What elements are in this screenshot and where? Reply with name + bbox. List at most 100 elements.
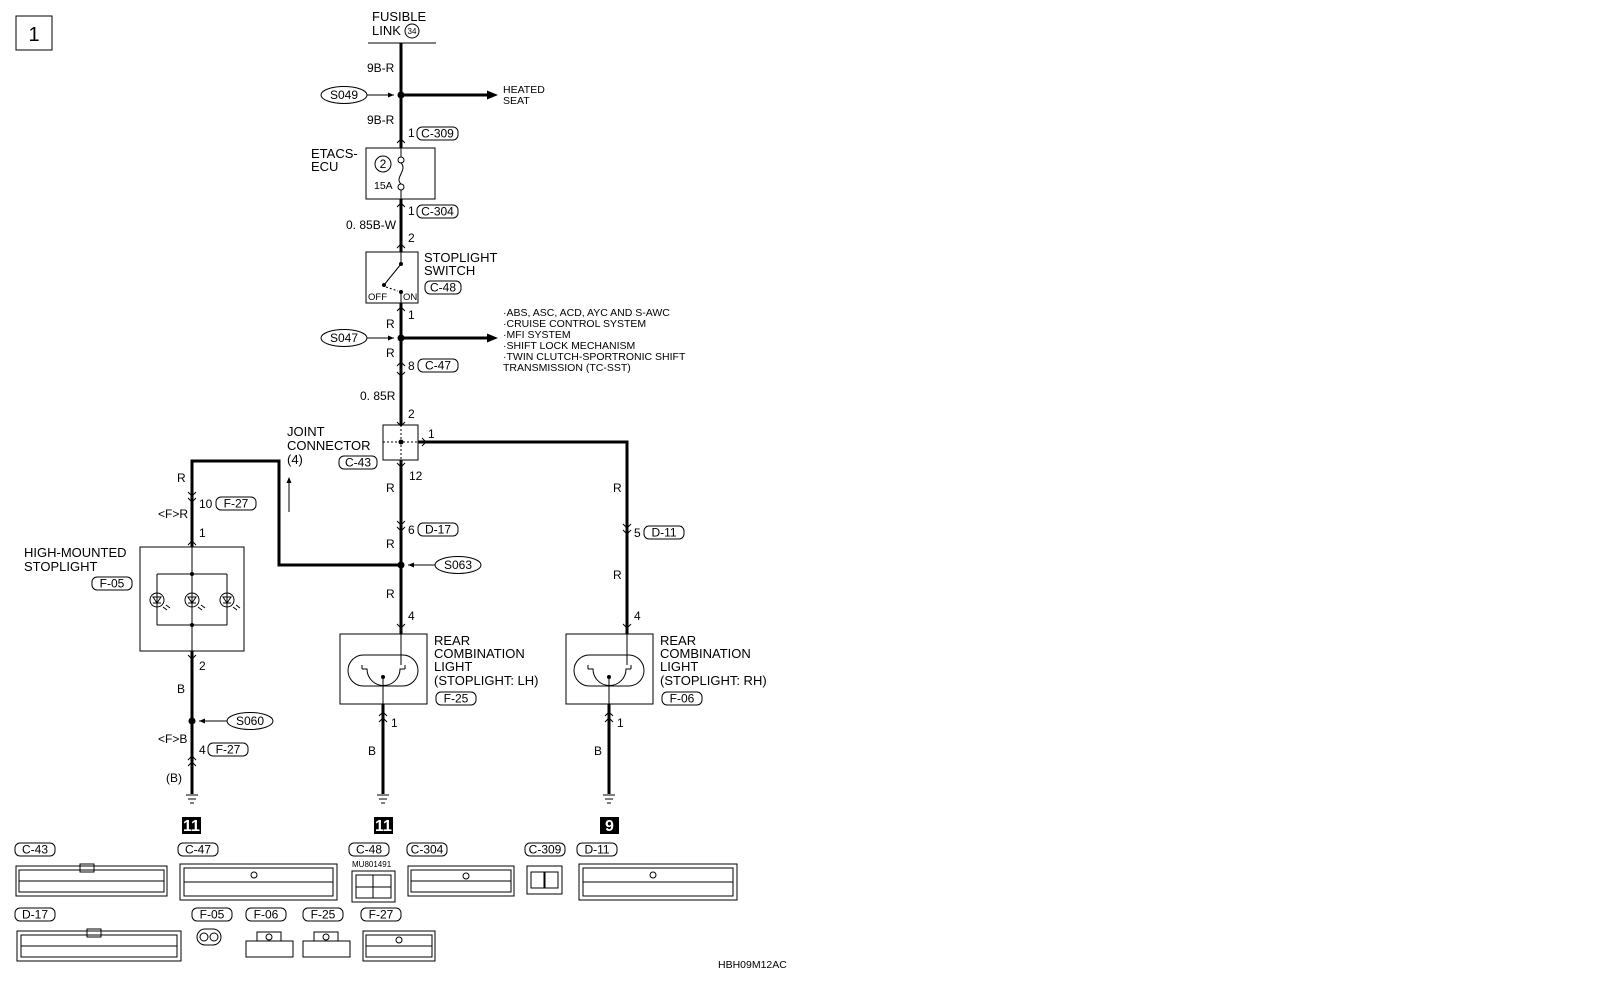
rear-lh-label-4: (STOPLIGHT: LH): [434, 673, 539, 688]
legend-label: C-43: [22, 843, 48, 857]
connector-face-c309: [526, 865, 563, 895]
connector-tag-c47: [417, 358, 459, 373]
systems-list: ·ABS, ASC, ACD, AYC AND S-AWC ·CRUISE CO…: [503, 307, 686, 374]
splice-label-s049: S049: [330, 88, 358, 102]
joint-connector-label-1: JOINT: [287, 424, 325, 439]
ground-number-badge: [182, 817, 201, 834]
switch-off-label: OFF: [368, 292, 387, 303]
system-item: ·MFI SYSTEM: [503, 329, 571, 341]
system-item: ·CRUISE CONTROL SYSTEM: [503, 318, 646, 330]
connector-label-c48: C-48: [430, 281, 456, 295]
ground-number-1: 11: [183, 818, 200, 835]
wire-color-12: R: [613, 568, 622, 582]
connector-chevron-icon: [396, 202, 406, 208]
connector-chevron-icon: [622, 523, 632, 535]
connector-chevron-icon: [396, 623, 406, 629]
pin-high-mounted-out: 2: [199, 659, 206, 673]
ground-number-badge: [374, 817, 393, 834]
connector-tag-d11: [643, 525, 685, 540]
figure-code: HBH09M12AC: [718, 959, 787, 971]
connector-tag-f27-top: [215, 496, 257, 511]
wire-color-6: 0. 85R: [360, 389, 396, 403]
legend-tag: [348, 842, 390, 857]
pin-lh-in: 4: [408, 609, 415, 623]
high-mounted-label-1: HIGH-MOUNTED: [24, 545, 127, 560]
pin-joint-rh: 1: [428, 427, 435, 441]
connector-tag-f05: [91, 576, 133, 591]
pin-f27-bottom: 4: [199, 743, 206, 757]
connector-label-f27-bottom: F-27: [216, 743, 241, 757]
switch-lever-icon: [383, 263, 402, 286]
connector-tag-c43: [338, 455, 378, 470]
rear-lh-label-2: COMBINATION: [434, 646, 525, 661]
connector-face-c47: [179, 863, 338, 901]
joint-connector-label-2: CONNECTOR: [287, 438, 371, 453]
legend-tag: [302, 907, 344, 922]
pin-rh-out: 1: [617, 716, 624, 730]
splice-dot-s060: [188, 717, 196, 725]
splice-label-s047: S047: [330, 331, 358, 345]
wire-color-7: R: [386, 481, 395, 495]
legend-label: C-47: [185, 843, 211, 857]
wire-branch-rh: [418, 440, 629, 634]
fuse-amperage: 15A: [374, 180, 393, 192]
wire-color-17: B: [368, 744, 376, 758]
connector-tag-f06: [661, 691, 703, 706]
connector-face-f06: [245, 931, 294, 958]
pin-d17: 6: [408, 523, 415, 537]
arrow-icon: [199, 718, 205, 724]
wire-color-16: (B): [166, 771, 182, 785]
legend-tag: [14, 842, 56, 857]
rear-lh-label-3: LIGHT: [434, 659, 472, 674]
wire-color-5: R: [386, 346, 395, 360]
ground-number-3: 9: [605, 818, 614, 835]
legend-label: C-48: [356, 843, 382, 857]
connector-tag-d17: [417, 522, 459, 537]
connector-chevron-icon: [187, 755, 197, 767]
pin-lh-out: 1: [391, 716, 398, 730]
system-item: ·TWIN CLUTCH-SPORTRONIC SHIFT: [503, 351, 686, 363]
connector-tag-c309: [416, 126, 459, 141]
stoplight-switch-label-2: SWITCH: [424, 263, 475, 278]
heated-seat-label-2: SEAT: [503, 95, 530, 107]
connector-face-d17: [16, 928, 182, 962]
wire-color-4: R: [386, 317, 395, 331]
wire-branch-high-mounted: [190, 459, 401, 567]
wire-color-18: B: [594, 744, 602, 758]
connector-tag-f27-bottom: [207, 742, 249, 757]
connector-face-f25: [302, 931, 351, 958]
stoplight-switch-label-1: STOPLIGHT: [424, 250, 498, 265]
legend-tag: [245, 907, 287, 922]
wire-color-14: B: [177, 682, 185, 696]
connector-label-d17: D-17: [425, 523, 451, 537]
bulb-icon: [347, 634, 419, 704]
pin-joint-in: 2: [408, 407, 415, 421]
connector-chevron-icon: [396, 462, 406, 468]
legend-label: D-17: [22, 908, 48, 922]
ground-symbol-icon: [377, 794, 389, 804]
wire-color-8: R: [386, 537, 395, 551]
legend-label: C-309: [529, 843, 562, 857]
connector-label-c309: C-309: [421, 127, 454, 141]
fuse-icon: [398, 162, 404, 185]
legend-label: F-25: [311, 908, 336, 922]
fusible-link-label-1: FUSIBLE: [372, 9, 427, 24]
legend-label: C-304: [411, 843, 444, 857]
wire-color-15: <F>B: [158, 732, 187, 746]
connector-chevron-icon: [396, 306, 406, 312]
pin-f27-top: 10: [199, 497, 213, 511]
connector-chevron-icon: [396, 520, 406, 532]
fuse-terminal-bottom: [397, 183, 405, 191]
legend-tag: [524, 842, 566, 857]
ground-symbol-icon: [186, 794, 198, 804]
fusible-link-number: 34: [408, 27, 417, 36]
wire-color-11: R: [386, 587, 395, 601]
arrow-icon: [408, 562, 414, 568]
connector-label-c47: C-47: [425, 359, 451, 373]
legend-tag: [360, 907, 402, 922]
connector-face-c48: [351, 870, 396, 903]
arrow-icon: [388, 335, 394, 341]
pin-switch-out: 1: [408, 308, 415, 322]
pin-high-mounted-in: 1: [199, 526, 206, 540]
